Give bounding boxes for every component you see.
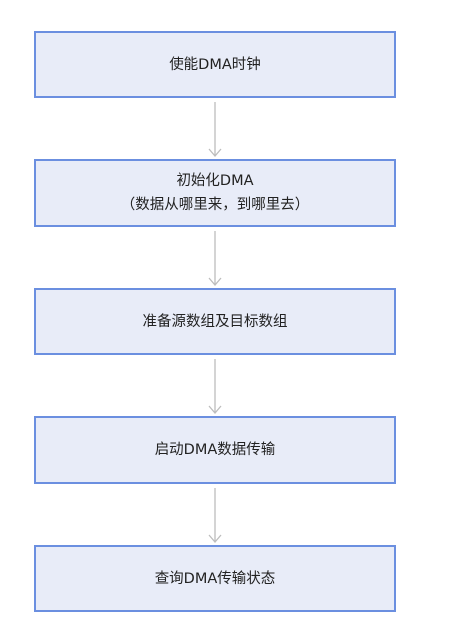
step-prepare-arrays: 准备源数组及目标数组 bbox=[34, 288, 396, 355]
step-label: 使能DMA时钟 bbox=[169, 56, 261, 73]
step-start-transfer: 启动DMA数据传输 bbox=[34, 416, 396, 484]
step-sublabel: （数据从哪里来，到哪里去） bbox=[120, 197, 310, 213]
flow-arrow bbox=[208, 488, 222, 543]
step-label: 初始化DMA bbox=[176, 173, 254, 189]
flow-arrow bbox=[208, 359, 222, 414]
flow-arrow bbox=[208, 102, 222, 157]
step-label: 启动DMA数据传输 bbox=[154, 442, 276, 458]
step-init-dma: 初始化DMA （数据从哪里来，到哪里去） bbox=[34, 159, 396, 227]
step-label: 查询DMA传输状态 bbox=[154, 570, 276, 587]
flow-arrow bbox=[208, 231, 222, 286]
step-label: 准备源数组及目标数组 bbox=[142, 313, 288, 330]
step-enable-dma-clock: 使能DMA时钟 bbox=[34, 31, 396, 98]
step-query-status: 查询DMA传输状态 bbox=[34, 545, 396, 612]
